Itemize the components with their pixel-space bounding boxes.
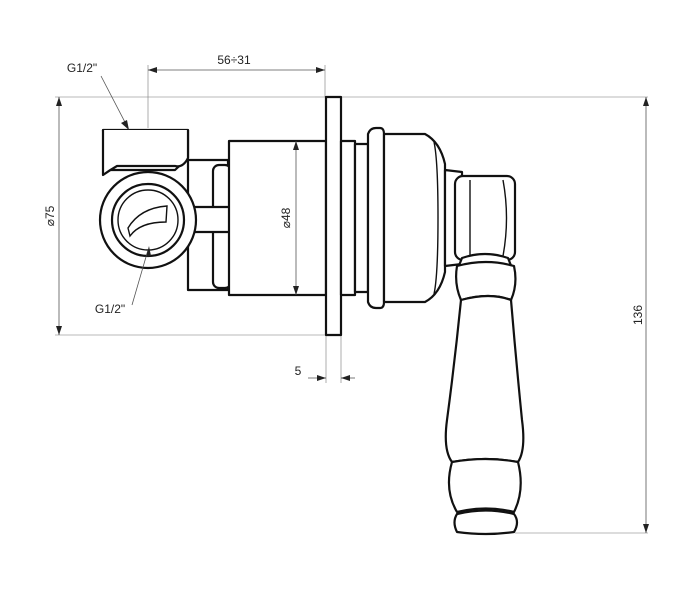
cylinder-body [227,139,328,297]
extension-lines [55,65,648,534]
thread-leader-top: G1/2" [67,61,129,130]
total-height-label: 136 [631,305,645,325]
bonnet [339,126,447,310]
lever-handle [443,168,525,536]
dimension-total-height: 136 [631,97,649,533]
plate-thickness-label: 5 [295,364,302,378]
body-diameter-label: ⌀48 [279,207,293,228]
wall-plate [324,95,343,337]
dimension-depth-range: 56÷31 [148,53,325,73]
thread-bottom-label: G1/2" [95,302,125,316]
dimension-plate-thickness: 5 [295,364,355,381]
dimension-body-diameter: ⌀48 [279,141,299,295]
dimension-outer-diameter: ⌀75 [43,97,62,335]
inlet-port [98,170,198,270]
thread-leader-bottom: G1/2" [95,246,151,316]
thread-top-label: G1/2" [67,61,97,75]
depth-range-label: 56÷31 [217,53,251,67]
outer-diameter-label: ⌀75 [43,205,57,226]
